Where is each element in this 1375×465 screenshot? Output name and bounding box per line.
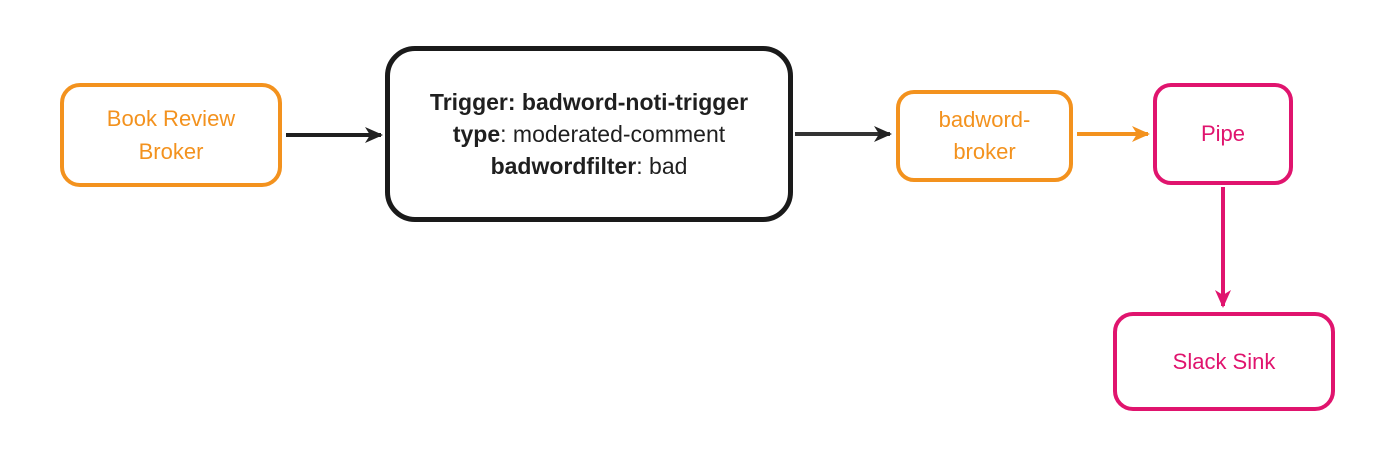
- node-book-review-broker: Book Review Broker: [60, 83, 282, 187]
- node-trigger-label: Trigger: badword-noti-trigger type: mode…: [430, 86, 748, 183]
- node-trigger: Trigger: badword-noti-trigger type: mode…: [385, 46, 793, 222]
- trigger-line-type: type: moderated-comment: [452, 120, 726, 147]
- trigger-line-name: Trigger: badword-noti-trigger: [429, 88, 749, 115]
- node-pipe: Pipe: [1153, 83, 1293, 185]
- node-slack-sink: Slack Sink: [1113, 312, 1335, 411]
- node-badword-broker: badword-broker: [896, 90, 1073, 182]
- node-badword-broker-label: badword-broker: [938, 107, 1031, 164]
- node-book-review-broker-label: Book Review Broker: [106, 106, 236, 164]
- trigger-line-filter: badwordfilter: bad: [490, 153, 688, 180]
- node-pipe-label: Pipe: [1200, 121, 1246, 146]
- node-slack-sink-label: Slack Sink: [1172, 348, 1276, 374]
